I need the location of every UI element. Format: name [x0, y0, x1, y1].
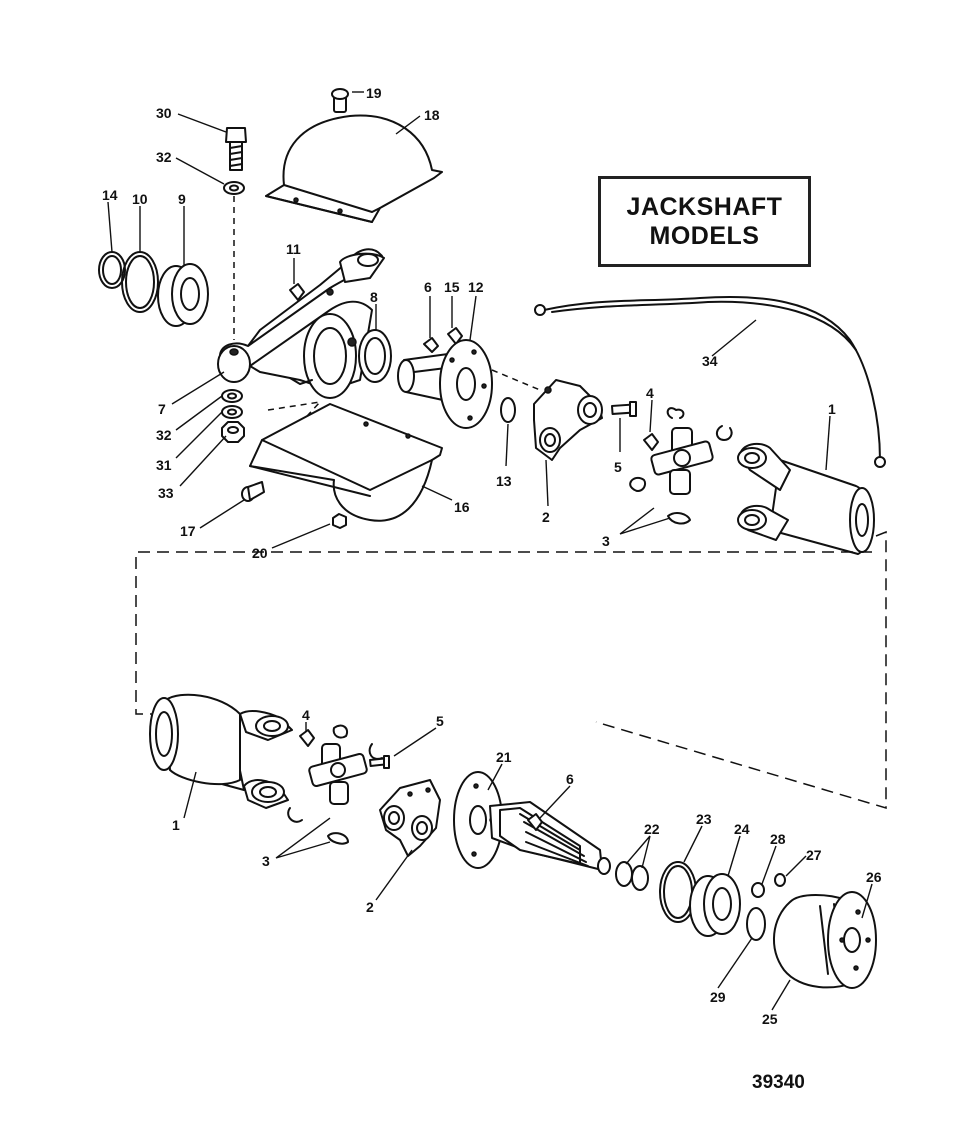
callout-20: 20 [252, 545, 268, 561]
assembly-line-flange [491, 369, 541, 391]
part-upper-shield-18 [265, 114, 443, 223]
callout-1-upper: 1 [828, 401, 836, 417]
part-screw-17 [241, 481, 265, 502]
assembly-line-right [595, 530, 887, 810]
callout-9: 9 [178, 191, 186, 207]
part-nut-33 [221, 421, 245, 443]
callout-2-upper: 2 [542, 509, 550, 525]
part-seal-8 [358, 329, 392, 383]
callout-18: 18 [424, 107, 440, 123]
part-driveshaft-1-lower [149, 693, 293, 809]
callout-31: 31 [156, 457, 172, 473]
part-cable-34 [534, 295, 886, 468]
part-bolt-5-upper [611, 401, 637, 417]
part-fitting-15 [447, 327, 463, 345]
callout-13: 13 [496, 473, 512, 489]
callout-10: 10 [132, 191, 148, 207]
callout-23: 23 [696, 811, 712, 827]
callout-4-upper: 4 [646, 385, 654, 401]
callout-numbers: 19 18 30 32 14 10 9 11 8 6 15 12 7 32 31… [102, 85, 882, 1027]
part-nut-20 [332, 513, 347, 529]
title-line-1: JACKSHAFT [626, 192, 783, 221]
callout-3-lower: 3 [262, 853, 270, 869]
part-washer-32 [221, 389, 243, 403]
callout-6-lower: 6 [566, 771, 574, 787]
part-flange-shaft-12 [397, 339, 493, 429]
callout-15: 15 [444, 279, 460, 295]
part-housing-25 [773, 891, 877, 989]
callout-26: 26 [866, 869, 882, 885]
part-screw-19 [331, 88, 349, 113]
callout-17: 17 [180, 523, 196, 539]
callout-32: 32 [156, 427, 172, 443]
part-driveshaft-1-upper [737, 442, 875, 555]
callout-24: 24 [734, 821, 750, 837]
title-line-2: MODELS [649, 221, 760, 250]
callout-11: 11 [286, 241, 301, 257]
callout-1-lower: 1 [172, 817, 180, 833]
part-bolt-5-lower [369, 755, 390, 769]
callout-32-top: 32 [156, 149, 172, 165]
callout-7: 7 [158, 401, 166, 417]
part-bearing-9 [157, 263, 209, 327]
part-clips-3-upper [629, 407, 733, 525]
part-washer-32-top [223, 181, 245, 195]
callout-28: 28 [770, 831, 786, 847]
part-orings-22 [615, 861, 649, 891]
part-fitting-6-lower [527, 813, 543, 831]
callout-2-lower: 2 [366, 899, 374, 915]
callout-12: 12 [468, 279, 484, 295]
part-seal-28 [751, 882, 765, 898]
callout-4-lower: 4 [302, 707, 310, 723]
part-ujoint-cross-lower [308, 743, 368, 805]
callout-3-upper: 3 [602, 533, 610, 549]
part-fitting-4-lower [299, 729, 315, 747]
part-bolt-30 [225, 127, 247, 171]
callout-34: 34 [702, 353, 718, 369]
callout-29: 29 [710, 989, 726, 1005]
title-box: JACKSHAFT MODELS [598, 176, 811, 267]
part-fitting-4-upper [643, 433, 659, 451]
leader-lines [107, 91, 873, 1011]
figure-number: 39340 [752, 1072, 805, 1093]
callout-21: 21 [496, 749, 512, 765]
part-splined-shaft-21 [453, 771, 611, 875]
part-fitting-6-upper [423, 337, 439, 353]
part-ring-29 [746, 907, 766, 941]
callout-25: 25 [762, 1011, 778, 1027]
part-lockwasher-31 [221, 405, 243, 419]
callout-30: 30 [156, 105, 172, 121]
part-support-bracket-7 [217, 248, 385, 399]
callout-19: 19 [366, 85, 382, 101]
callout-6-upper: 6 [424, 279, 432, 295]
part-retaining-ring-10 [121, 251, 159, 313]
part-fitting-11 [289, 283, 305, 301]
part-bearing-24 [689, 873, 741, 937]
assembly-line-left [135, 551, 872, 715]
callout-27: 27 [806, 847, 822, 863]
callout-8: 8 [370, 289, 378, 305]
callout-33: 33 [158, 485, 174, 501]
part-lower-shield-16 [249, 403, 443, 522]
part-ujoint-cross-upper [650, 427, 714, 495]
callout-14: 14 [102, 187, 118, 203]
callout-5-upper: 5 [614, 459, 622, 475]
part-ring-27 [774, 873, 786, 887]
callout-22: 22 [644, 821, 660, 837]
callout-16: 16 [454, 499, 470, 515]
part-oring-13 [500, 397, 516, 423]
part-yoke-2-lower [379, 779, 441, 857]
callout-5-lower: 5 [436, 713, 444, 729]
part-yoke-2-upper [533, 379, 603, 461]
